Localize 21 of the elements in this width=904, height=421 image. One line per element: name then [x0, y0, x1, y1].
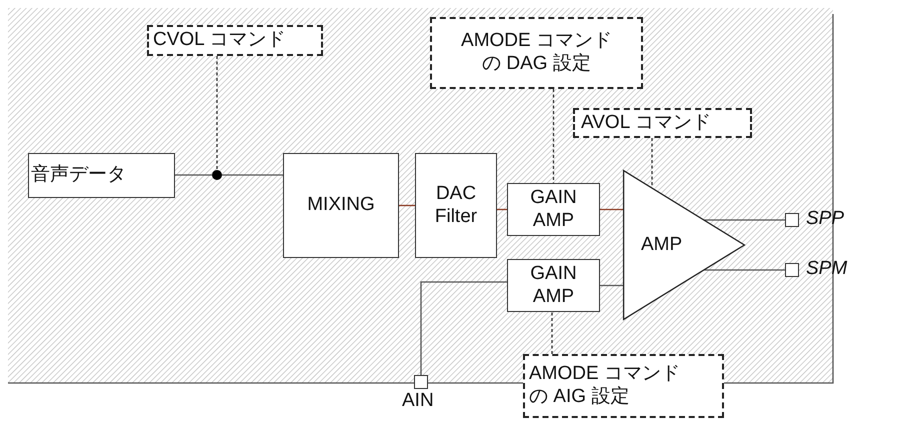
signal-line [600, 208, 623, 210]
control-line [651, 138, 653, 188]
block-box: GAIN AMP [507, 259, 600, 312]
block-box: DAC Filter [415, 153, 497, 258]
terminal-label: AIN [402, 390, 434, 413]
control-line [552, 89, 554, 183]
signal-line [600, 284, 623, 286]
block-box: 音声データ [28, 153, 175, 198]
terminal-square [785, 263, 799, 277]
signal-line [420, 281, 507, 375]
block-box: GAIN AMP [507, 183, 600, 236]
command-box: AVOL コマンド [573, 108, 752, 138]
signal-line [497, 208, 507, 210]
amplifier-triangle: AMP [623, 170, 745, 320]
terminal-square [414, 375, 428, 389]
block-box: MIXING [283, 153, 399, 258]
command-box: AMODE コマンドの AIG 設定 [523, 354, 724, 418]
command-box: CVOL コマンド [147, 25, 323, 56]
signal-line [399, 204, 415, 206]
command-box: AMODE コマンドの DAG 設定 [430, 17, 643, 89]
terminal-square [785, 213, 799, 227]
